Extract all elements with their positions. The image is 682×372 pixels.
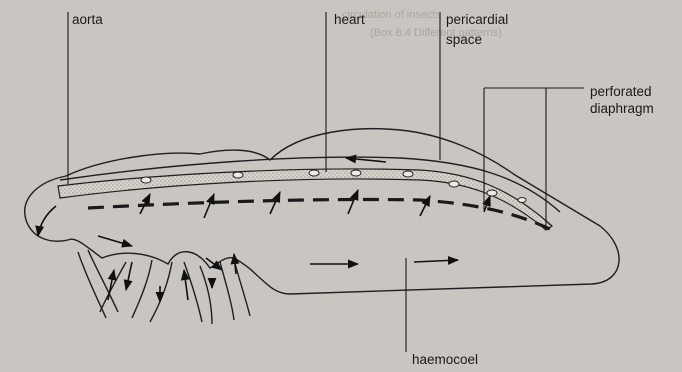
arrow-up-2 [204, 194, 214, 218]
perforated-diaphragm [88, 199, 556, 232]
heart-vessel [58, 169, 552, 230]
arrow-up-4 [348, 190, 358, 214]
arrow-head-2 [126, 262, 132, 290]
svg-text:space: space [446, 32, 482, 47]
bleedthrough-text-2: (Box 8.4 Different patterns) [370, 27, 502, 39]
arrow-leg-5 [234, 254, 236, 274]
svg-text:diaphragm: diaphragm [590, 101, 654, 116]
label-heart: heart [326, 12, 365, 172]
arrow-leg-3 [184, 270, 188, 300]
label-perforated-diaphragm: perforated diaphragm [484, 84, 654, 228]
arrow-up-3 [270, 192, 280, 214]
svg-text:aorta: aorta [72, 12, 103, 27]
label-haemocoel: haemocoel [406, 258, 478, 367]
arrow-head-1 [98, 236, 132, 246]
arrow-abd-2 [414, 260, 458, 262]
svg-text:heart: heart [334, 12, 365, 27]
arrow-leg-4 [206, 258, 222, 270]
svg-text:pericardial: pericardial [446, 12, 508, 27]
arrow-pericardial [346, 158, 386, 162]
svg-text:perforated: perforated [590, 84, 652, 99]
svg-text:haemocoel: haemocoel [412, 352, 478, 367]
label-aorta: aorta [68, 12, 103, 184]
arrow-aorta-out [38, 206, 56, 236]
